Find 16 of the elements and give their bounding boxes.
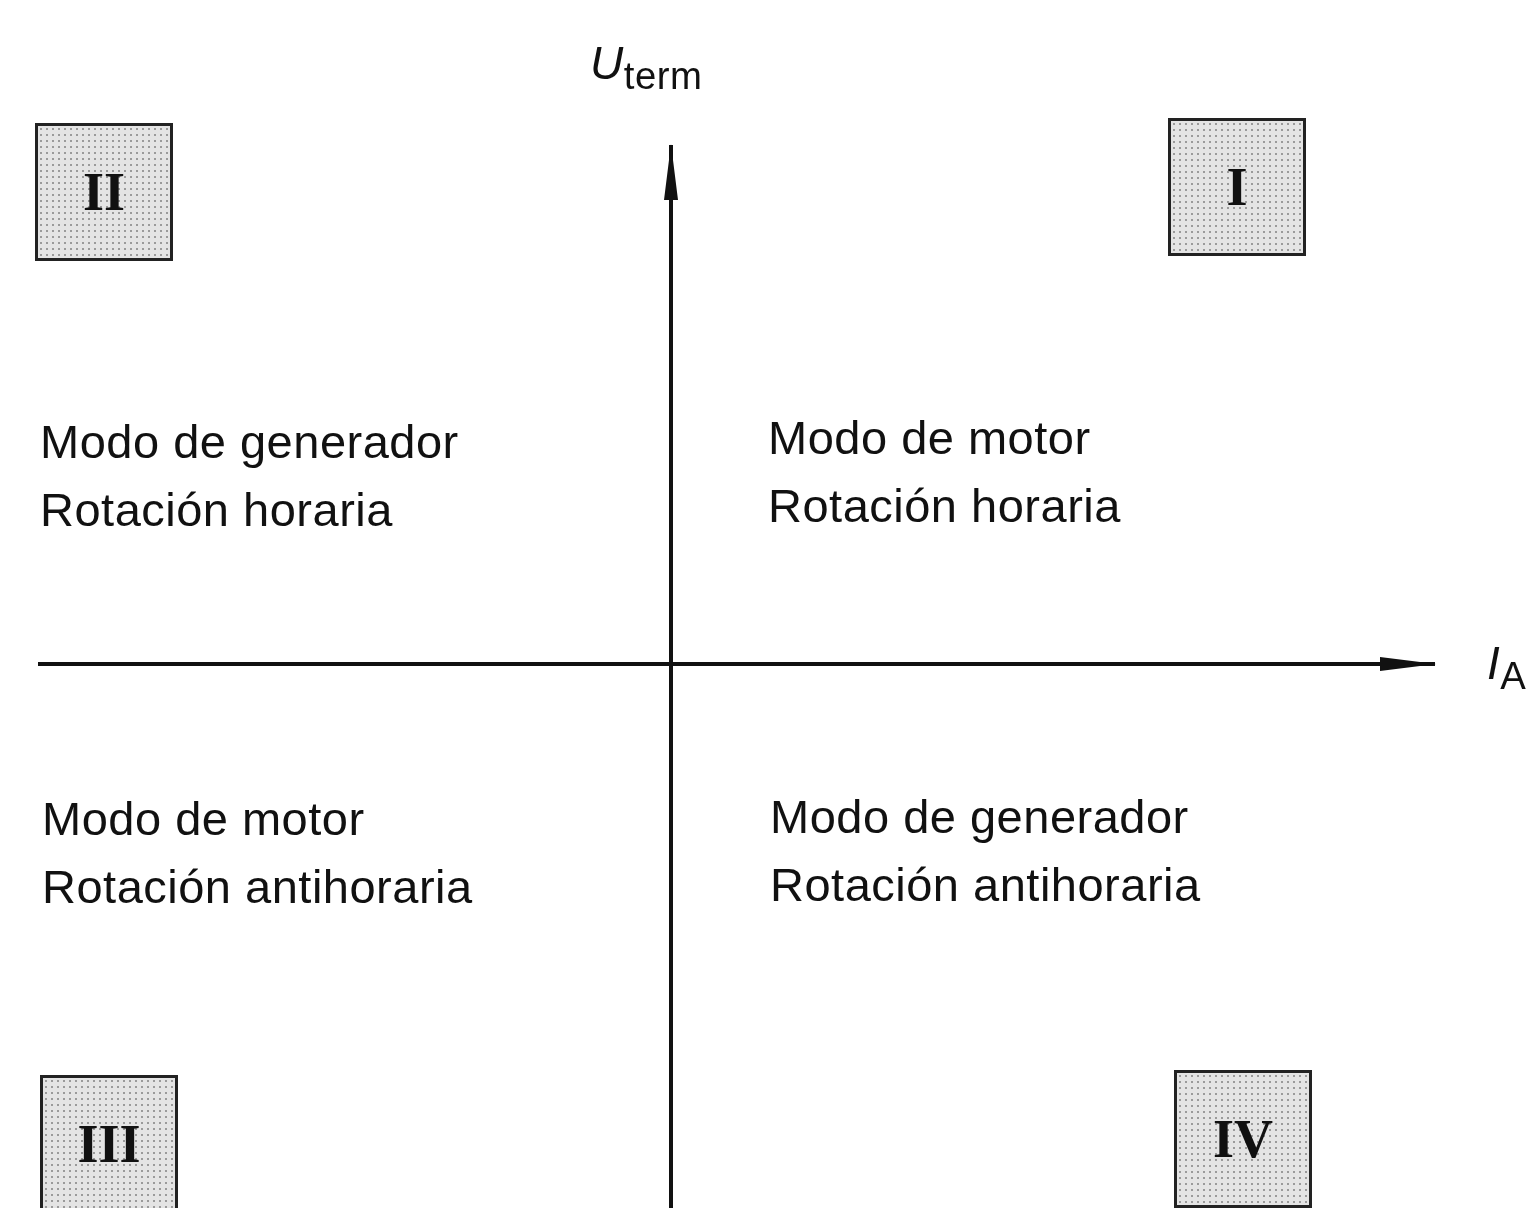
axis-label: U$_{term}$ xyxy=(590,40,703,96)
quadrant-numeral: I xyxy=(1226,156,1248,218)
quadrant-label: Rotación antihoraria xyxy=(42,863,473,910)
quadrant-label: Modo de motor xyxy=(42,795,365,842)
quadrant-label: Rotación horaria xyxy=(40,486,393,533)
quadrant-label: Rotación horaria xyxy=(768,482,1121,529)
quadrant-numeral: IV xyxy=(1213,1108,1273,1170)
quadrant-box xyxy=(1168,118,1306,256)
quadrant-box xyxy=(40,1075,178,1208)
quadrant-label: Rotación antihoraria xyxy=(770,861,1201,908)
quadrant-label: Modo de motor xyxy=(768,414,1091,461)
quadrant-numeral: III xyxy=(77,1113,141,1175)
quadrant-box xyxy=(1174,1070,1312,1208)
axis-label: I$_{A}$ xyxy=(1487,640,1527,696)
quadrant-numeral: II xyxy=(83,161,125,223)
quadrant-box xyxy=(35,123,173,261)
